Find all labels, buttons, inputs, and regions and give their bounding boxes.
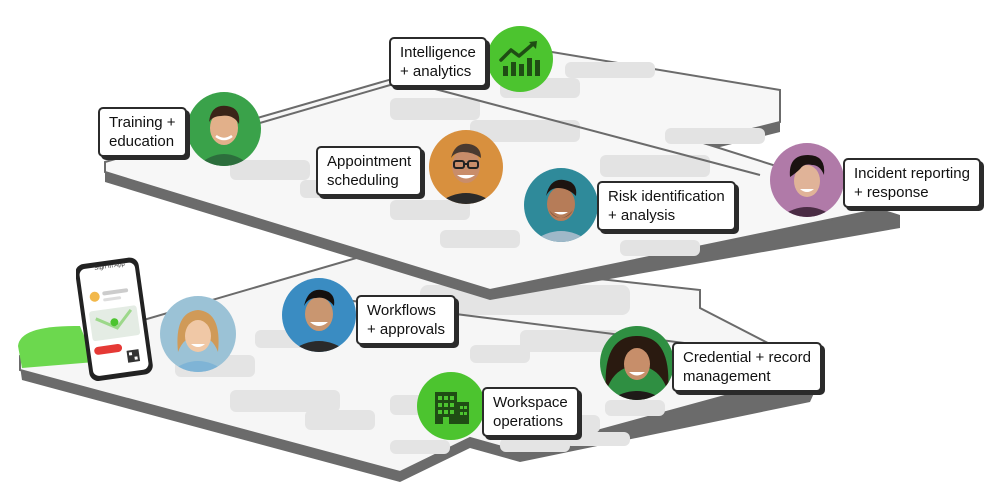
avatar-training <box>187 92 261 166</box>
avatar-risk <box>524 168 598 242</box>
lower-accent-shape <box>18 325 95 368</box>
avatar-credential <box>600 326 674 400</box>
avatar-appointment <box>429 130 503 204</box>
label-risk-identification: Risk identification+ analysis <box>597 181 736 231</box>
avatar-workflows <box>282 278 356 352</box>
avatar-phone-user <box>160 296 236 372</box>
bar-chart-trend-icon <box>487 26 553 92</box>
label-training-education: Training +education <box>98 107 187 157</box>
label-intelligence-analytics: Intelligence+ analytics <box>389 37 487 87</box>
label-workflows-approvals: Workflows+ approvals <box>356 295 456 345</box>
office-building-icon <box>417 372 485 440</box>
label-incident-reporting: Incident reporting+ response <box>843 158 981 208</box>
avatar-incident <box>770 143 844 217</box>
phone-illustration <box>76 256 156 382</box>
